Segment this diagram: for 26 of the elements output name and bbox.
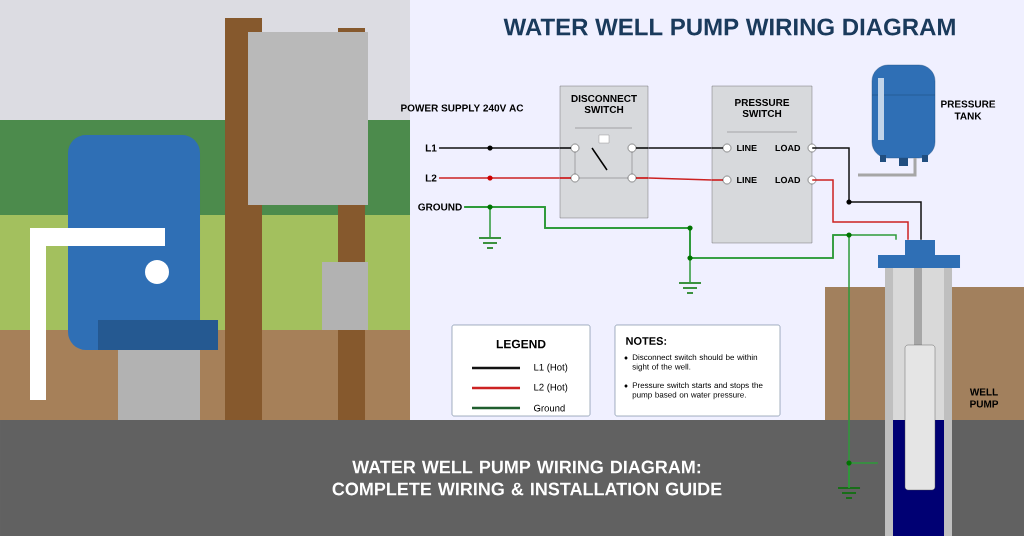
- note-text: Disconnect switch should be within sight of the well.: [632, 354, 758, 372]
- ground-symbol: [678, 282, 702, 294]
- wire-label: L2: [425, 174, 437, 182]
- wire: [848, 462, 879, 489]
- ground-symbol: [478, 237, 502, 249]
- node-label: PRESSURE TANK: [941, 100, 996, 120]
- wire: [438, 147, 561, 149]
- wire: [811, 179, 909, 241]
- ground-symbol: [837, 487, 861, 499]
- title-banner: WATER WELL PUMP WIRING DIAGRAM: COMPLETE WIRING & INSTALLATION GUIDE: [0, 420, 1024, 536]
- node-label: WELL PUMP: [969, 388, 999, 408]
- wire-label: L1: [425, 144, 437, 152]
- wire: [647, 147, 713, 149]
- legend-text: L2 (Hot): [534, 383, 568, 393]
- wire-label: GROUND: [418, 203, 462, 211]
- wire: [647, 177, 713, 181]
- wire: [811, 147, 922, 241]
- wire: [438, 177, 561, 179]
- legend-text: L1 (Hot): [534, 363, 568, 373]
- legend-text: Ground: [534, 404, 565, 412]
- title: WATER WELL PUMP WIRING DIAGRAM: [503, 18, 955, 36]
- note-text: Pressure switch starts and stops the pump based on water pressure.: [632, 382, 763, 400]
- switch-box: DISCONNECT SWITCH: [559, 85, 649, 219]
- supply-label: POWER SUPPLY 240V AC: [401, 104, 524, 112]
- pressure-tank: PRESSURE TANK: [858, 64, 996, 177]
- switch-box: PRESSURE SWITCH LINE LOAD LINE LOAD: [711, 85, 817, 244]
